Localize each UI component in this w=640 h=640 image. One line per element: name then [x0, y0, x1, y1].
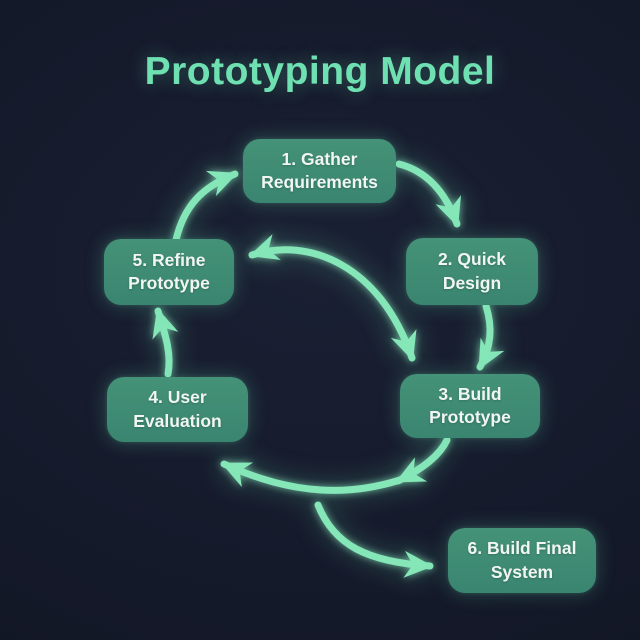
arrow-build-to-evaluation-lower — [220, 460, 404, 494]
node-user-evaluation: 4. User Evaluation — [107, 377, 248, 442]
node-build-final-system: 6. Build Final System — [448, 528, 596, 593]
node-build-prototype: 3. Build Prototype — [400, 374, 540, 438]
diagram-title: Prototyping Model — [144, 50, 496, 93]
arrow-evaluation-to-refine — [152, 307, 179, 378]
node-gather-requirements: 1. Gather Requirements — [243, 139, 396, 203]
node-refine-prototype: 5. Refine Prototype — [104, 239, 234, 305]
arrow-build-to-evaluation-upper — [394, 436, 451, 485]
node-quick-design: 2. Quick Design — [406, 238, 538, 305]
arrow-gather-to-quick — [395, 160, 462, 228]
arrow-refine-to-gather — [172, 170, 239, 244]
arrow-quick-to-build — [476, 302, 505, 371]
arrow-refine-build-bidirectional — [248, 234, 417, 362]
arrow-to-final-system — [314, 501, 434, 578]
